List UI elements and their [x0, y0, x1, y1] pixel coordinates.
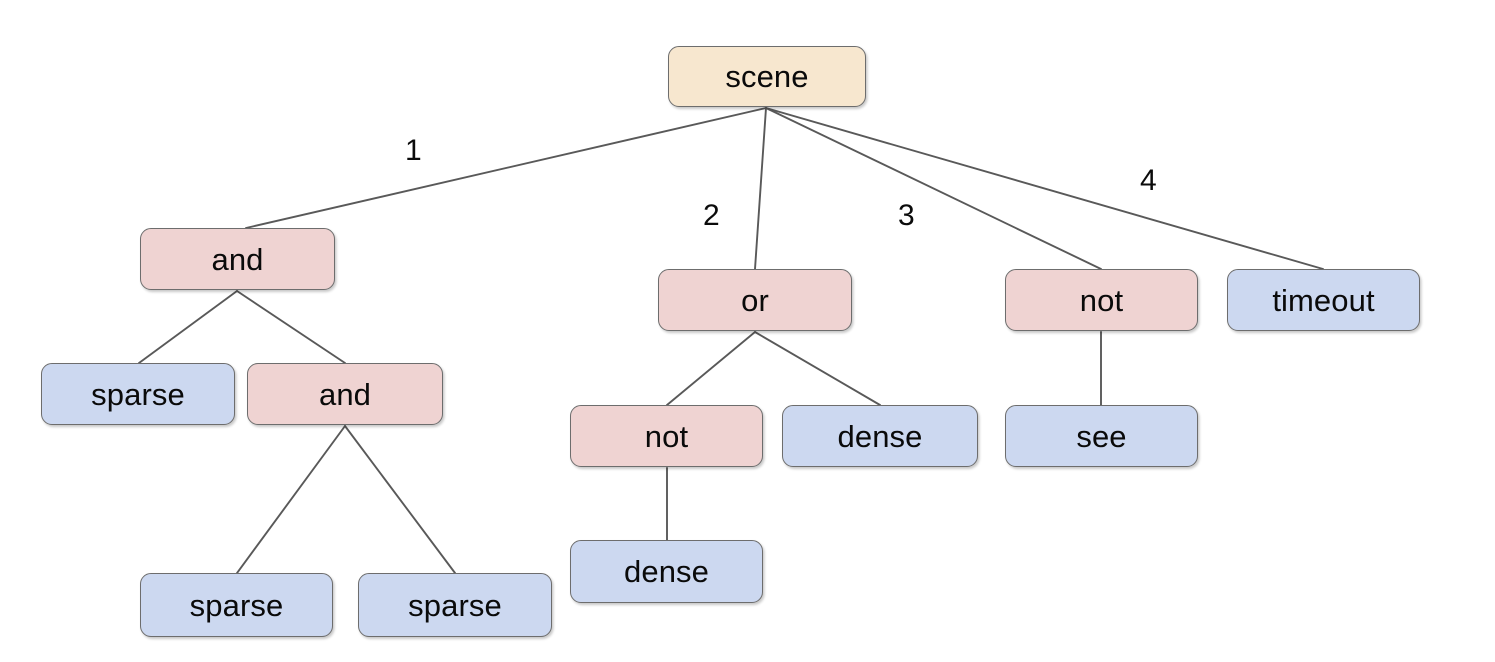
- tree-node-label: not: [1079, 282, 1124, 318]
- tree-node-dense2[interactable]: dense: [570, 540, 763, 603]
- tree-edge-and1-to-and2: [236, 290, 346, 364]
- tree-edge-scene-to-timeout1: [765, 107, 1324, 270]
- tree-edge-and2-to-sparse2: [236, 425, 346, 574]
- tree-node-scene[interactable]: scene: [668, 46, 866, 107]
- tree-edge-and1-to-sparse1: [138, 290, 238, 364]
- tree-edge-scene-to-or1: [754, 107, 767, 270]
- tree-node-sparse1[interactable]: sparse: [41, 363, 235, 425]
- tree-edge-scene-to-and1: [245, 107, 767, 229]
- tree-node-not2[interactable]: not: [570, 405, 763, 467]
- tree-node-label: not: [644, 418, 689, 454]
- tree-node-label: sparse: [408, 587, 502, 623]
- tree-node-dense1[interactable]: dense: [782, 405, 978, 467]
- tree-node-label: dense: [837, 418, 923, 454]
- tree-node-label: sparse: [189, 587, 284, 623]
- tree-node-timeout1[interactable]: timeout: [1227, 269, 1420, 331]
- tree-edge-scene-to-not1: [765, 107, 1102, 270]
- tree-node-see1[interactable]: see: [1005, 405, 1198, 467]
- tree-node-label: dense: [624, 554, 709, 589]
- edge-order-label-4: 4: [1140, 164, 1157, 197]
- tree-node-label: timeout: [1272, 282, 1375, 318]
- tree-node-label: and: [211, 241, 264, 277]
- edge-order-label-3: 3: [898, 199, 915, 232]
- tree-node-label: scene: [725, 59, 809, 94]
- tree-node-sparse2[interactable]: sparse: [140, 573, 333, 637]
- tree-node-not1[interactable]: not: [1005, 269, 1198, 331]
- edge-order-label-1: 1: [405, 134, 422, 167]
- tree-node-label: sparse: [91, 376, 185, 412]
- tree-edge-and2-to-sparse3: [344, 425, 456, 574]
- tree-node-label: and: [318, 376, 372, 412]
- tree-node-and1[interactable]: and: [140, 228, 335, 290]
- tree-node-label: or: [741, 282, 769, 318]
- tree-node-or1[interactable]: or: [658, 269, 852, 331]
- tree-node-label: see: [1076, 418, 1127, 454]
- tree-edge-or1-to-not2: [666, 331, 756, 406]
- tree-node-and2[interactable]: and: [247, 363, 443, 425]
- tree-edge-or1-to-dense1: [754, 331, 881, 406]
- tree-node-sparse3[interactable]: sparse: [358, 573, 552, 637]
- edge-order-label-2: 2: [703, 199, 720, 232]
